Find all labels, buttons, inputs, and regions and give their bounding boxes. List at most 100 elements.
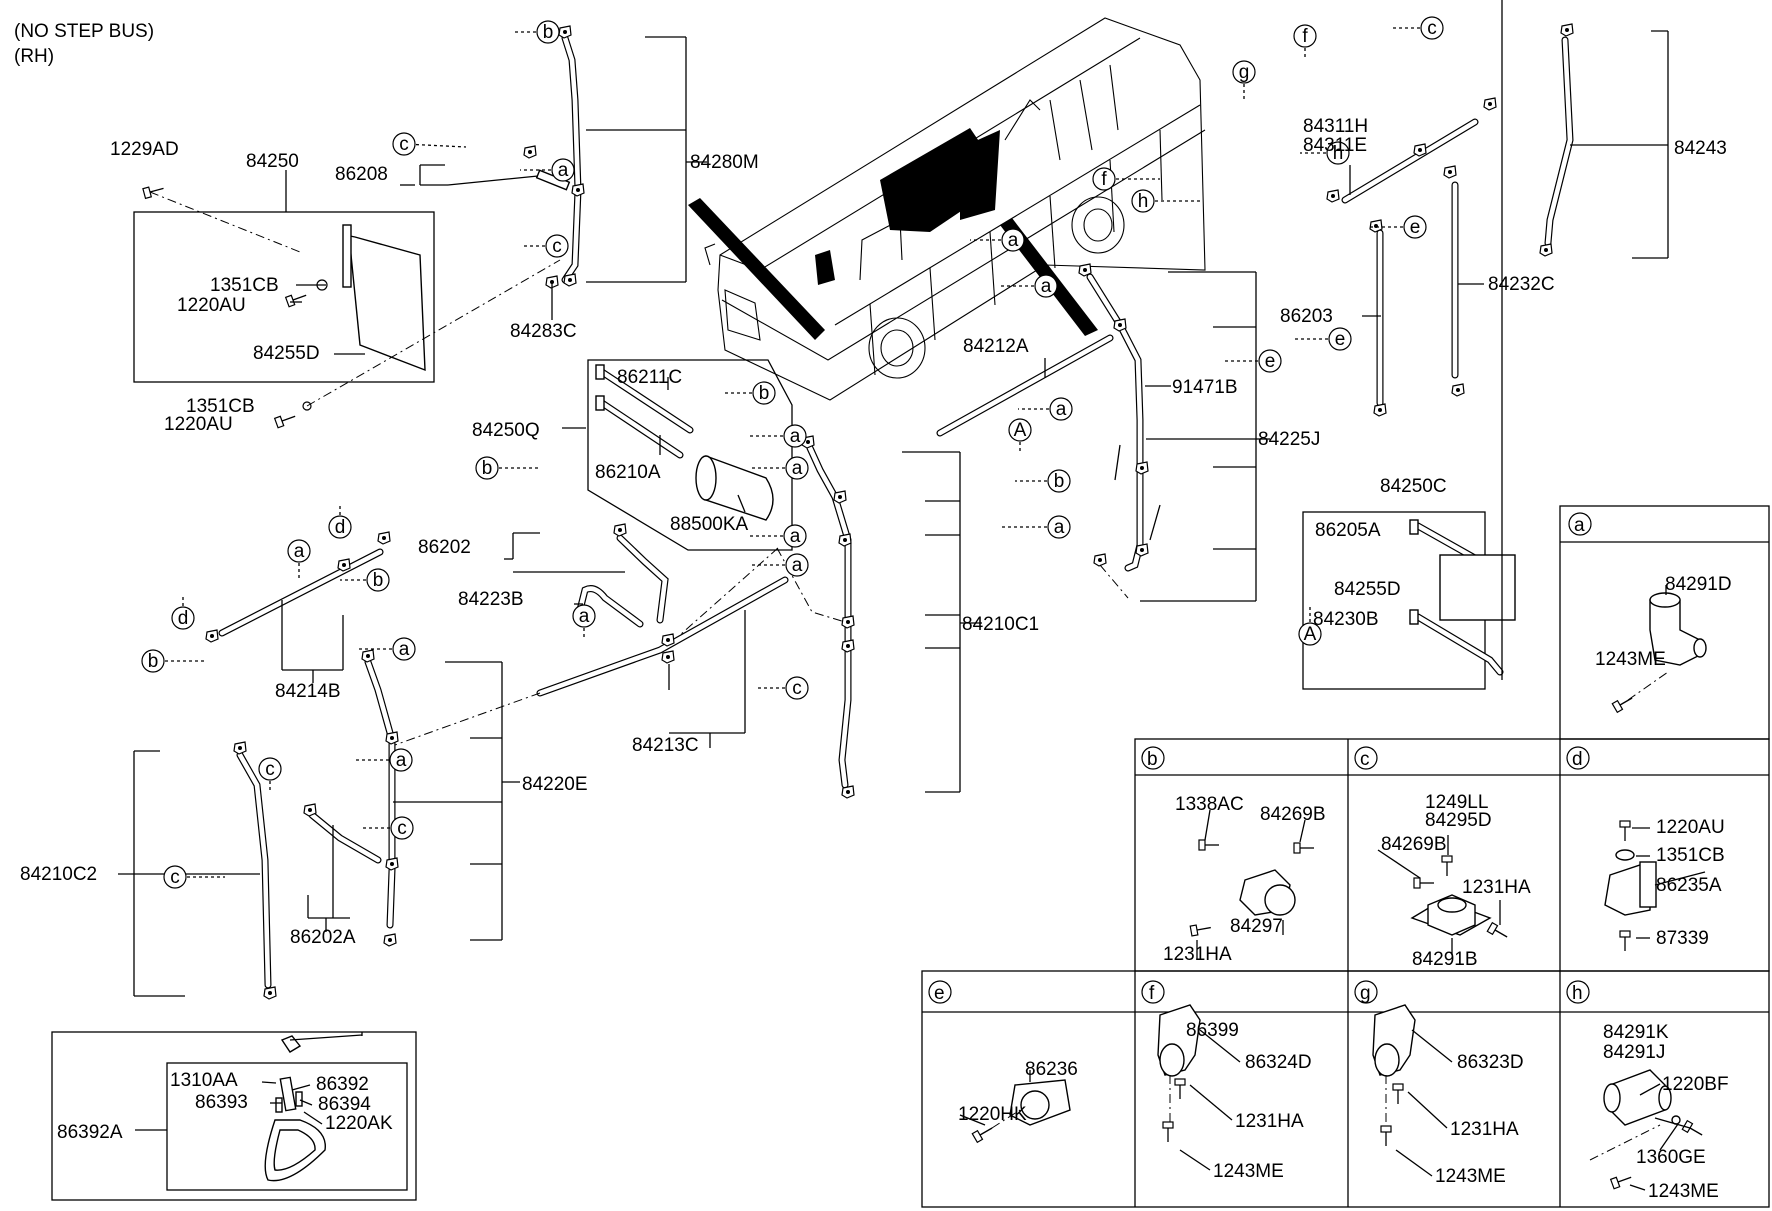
callout-letter: a xyxy=(792,458,803,479)
group-84311H xyxy=(1326,97,1497,204)
callout-letter: a xyxy=(790,526,801,547)
detail-c-drawing xyxy=(1410,835,1511,955)
callout-bubble xyxy=(171,606,195,630)
callout-letter: d xyxy=(178,608,189,629)
group-86202 xyxy=(504,523,669,628)
callout-letter: a xyxy=(790,426,801,447)
callout-bubble xyxy=(783,424,807,448)
callout-letter: d xyxy=(335,517,346,538)
label-1220AK: 1220AK xyxy=(325,1113,393,1134)
callout-bubble xyxy=(785,456,809,480)
detail-header-d: d xyxy=(1572,749,1583,770)
label-1351CB-b: 1351CB xyxy=(186,396,255,417)
callout-bubble xyxy=(390,816,414,840)
callout-bubble xyxy=(141,649,165,673)
callout-bubble xyxy=(287,539,311,563)
label-1351CB-a: 1351CB xyxy=(210,275,279,296)
callout-bubble xyxy=(1328,327,1352,351)
label-86203: 86203 xyxy=(1280,306,1333,327)
label-84311E: 84311E xyxy=(1303,135,1367,156)
detail-b-drawing xyxy=(1189,809,1315,960)
label-84250C: 84250C xyxy=(1380,476,1447,497)
label-84283C: 84283C xyxy=(510,321,577,342)
label-86323D: 86323D xyxy=(1457,1052,1524,1073)
callout-letter: f xyxy=(1302,26,1308,47)
callout-bubble xyxy=(1326,141,1350,165)
label-84243: 84243 xyxy=(1674,138,1727,159)
callout-letter: A xyxy=(1014,420,1027,441)
label-1220HK: 1220HK xyxy=(958,1104,1027,1125)
label-86205A: 86205A xyxy=(1315,520,1381,541)
callout-letter: h xyxy=(1138,191,1149,212)
callout-bubble xyxy=(328,515,352,539)
label-84225J: 84225J xyxy=(1258,429,1320,450)
callout-letter: a xyxy=(1041,276,1052,297)
callout-letter: c xyxy=(1427,18,1437,39)
group-84250 xyxy=(133,170,561,429)
label-84210C1: 84210C1 xyxy=(962,614,1039,635)
callout-leader xyxy=(403,143,467,148)
label-1220AU-b: 1220AU xyxy=(164,414,233,435)
label-84255D-a: 84255D xyxy=(253,343,320,364)
label-84311H: 84311H xyxy=(1303,116,1368,137)
detail-header-b: b xyxy=(1147,749,1158,770)
callout-bubble xyxy=(366,568,390,592)
group-84213C xyxy=(394,576,789,748)
label-86210A: 86210A xyxy=(595,462,661,483)
label-84291B: 84291B xyxy=(1412,949,1478,970)
callout-bubble xyxy=(258,757,282,781)
label-84250Q: 84250Q xyxy=(472,420,540,441)
callout-letter: c xyxy=(397,818,407,839)
callout-letter: A xyxy=(1304,624,1317,645)
label-87339: 87339 xyxy=(1656,928,1709,949)
label-1243ME-g: 1243ME xyxy=(1435,1166,1506,1187)
label-1220AU-a: 1220AU xyxy=(177,295,246,316)
callout-letter: a xyxy=(579,606,590,627)
group-84210C2 xyxy=(118,741,277,1000)
callout-bubble xyxy=(1049,397,1073,421)
callout-bubble xyxy=(475,456,499,480)
label-84250: 84250 xyxy=(246,151,299,172)
callout-letter: a xyxy=(1008,230,1019,251)
callout-letter: g xyxy=(1239,62,1250,83)
label-86394: 86394 xyxy=(318,1094,371,1115)
callout-bubble xyxy=(1008,418,1032,442)
label-1220AU-d: 1220AU xyxy=(1656,817,1725,838)
callout-bubble xyxy=(785,553,809,577)
label-1243ME-h: 1243ME xyxy=(1648,1181,1719,1202)
label-84213C: 84213C xyxy=(632,735,699,756)
label-84297: 84297 xyxy=(1230,916,1283,937)
header-line-2: (RH) xyxy=(14,46,54,67)
detail-d-drawing xyxy=(1604,820,1657,952)
label-84212A: 84212A xyxy=(963,336,1029,357)
callout-letter: f xyxy=(1101,169,1107,190)
label-86202: 86202 xyxy=(418,537,471,558)
label-86211C: 86211C xyxy=(617,367,682,388)
label-86392: 86392 xyxy=(316,1074,369,1095)
detail-header-f: f xyxy=(1149,983,1155,1004)
label-84269B-c: 84269B xyxy=(1381,834,1447,855)
callout-bubble xyxy=(1258,349,1282,373)
label-86392A: 86392A xyxy=(57,1122,123,1143)
label-84269B-b: 84269B xyxy=(1260,804,1326,825)
label-1310AA: 1310AA xyxy=(170,1070,238,1091)
detail-h-drawing xyxy=(1589,1069,1706,1190)
label-1229AD: 1229AD xyxy=(110,139,179,160)
callout-bubble xyxy=(551,158,575,182)
label-1231HA-f: 1231HA xyxy=(1235,1111,1304,1132)
callout-letter: e xyxy=(1265,351,1276,372)
label-1243ME-a: 1243ME xyxy=(1595,649,1666,670)
callout-letter: b xyxy=(543,22,554,43)
callout-letter: c xyxy=(399,134,409,155)
callout-bubble xyxy=(389,748,413,772)
detail-a-drawing xyxy=(1611,585,1707,713)
label-84230B: 84230B xyxy=(1313,609,1379,630)
callout-letter: a xyxy=(294,541,305,562)
detail-headers: a b c d e f g h xyxy=(928,512,1592,1004)
callout-bubble xyxy=(1403,215,1427,239)
callout-letter: a xyxy=(558,160,569,181)
callout-letter: c xyxy=(792,678,802,699)
